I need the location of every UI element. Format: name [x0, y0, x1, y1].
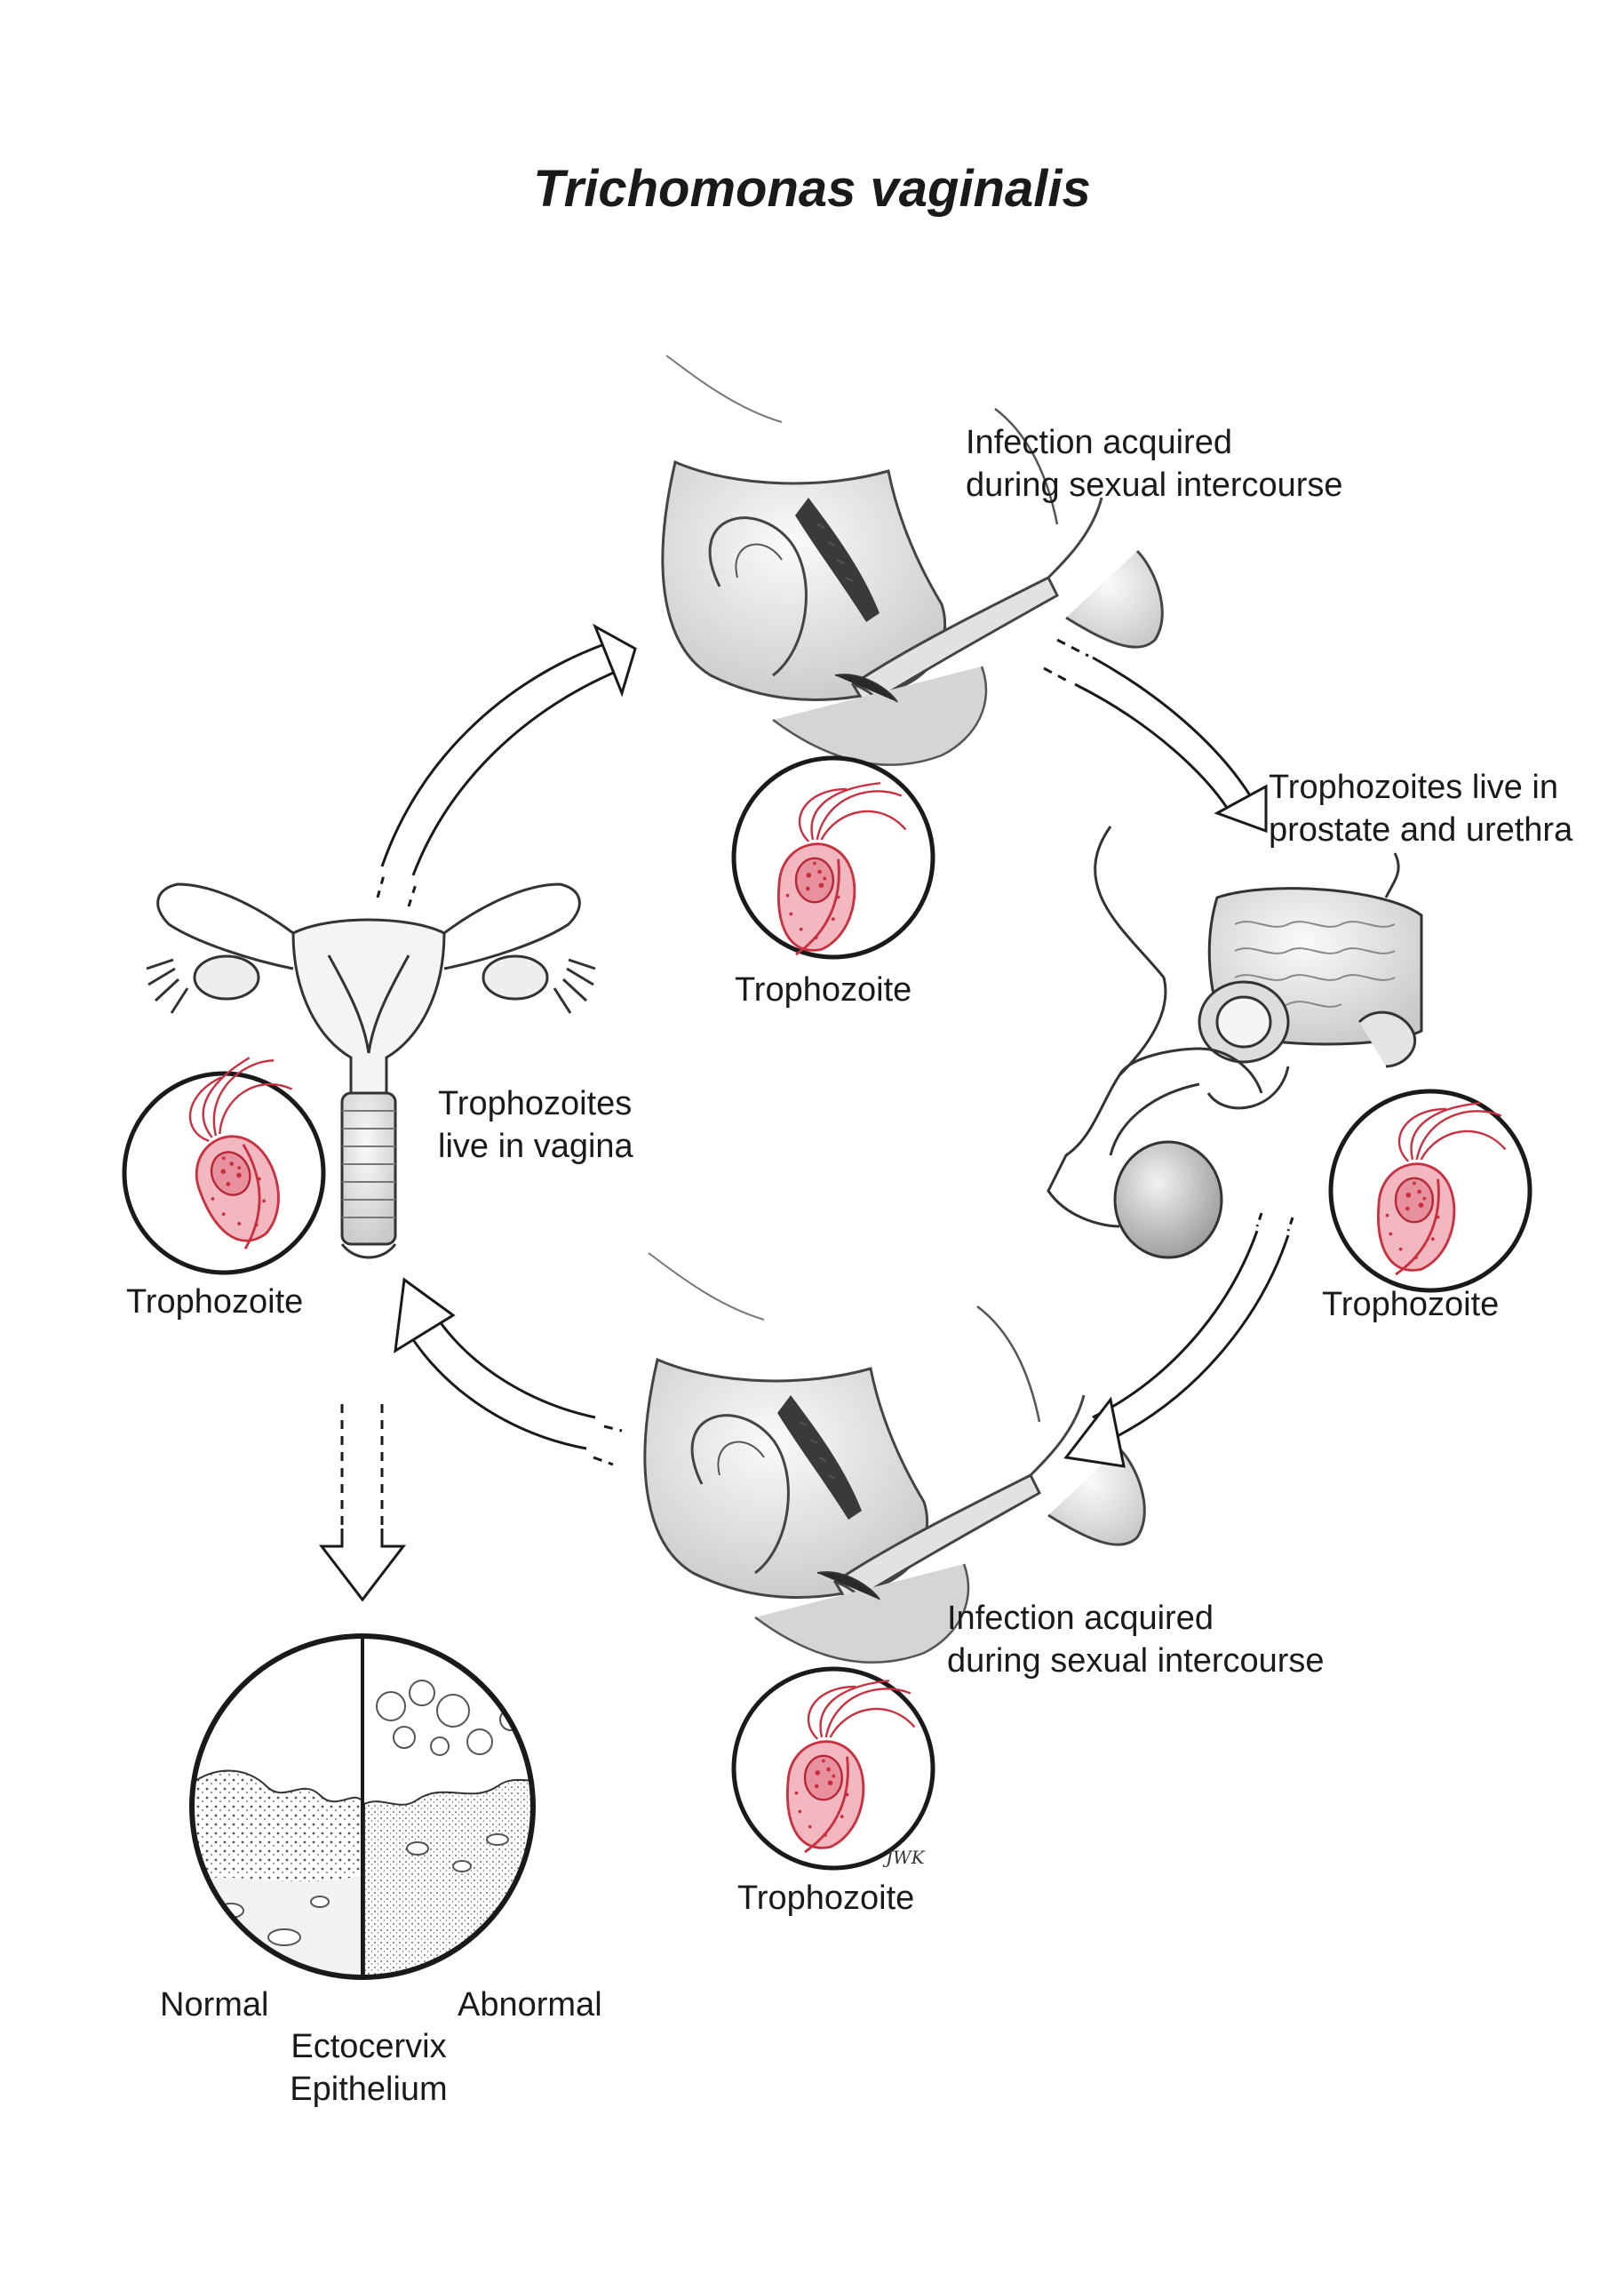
trophozoite-circle-right — [1328, 1089, 1532, 1293]
arrow-bottom-to-left — [394, 1277, 623, 1466]
label-bottom-infection-line2: during sexual intercourse — [947, 1642, 1325, 1680]
label-male-trophozoites: Trophozoites live in prostate and urethr… — [1269, 766, 1572, 851]
label-bottom-infection-line1: Infection acquired — [947, 1600, 1214, 1637]
top-couple-illustration — [661, 354, 1164, 767]
arrow-down-to-tissue — [318, 1404, 407, 1602]
label-abnormal: Abnormal — [458, 1986, 602, 2024]
trophozoite-circle-bottom — [731, 1666, 935, 1871]
label-ectocervix-epithelium: Ectocervix Epithelium — [267, 2025, 471, 2111]
label-female-trophozoites: Trophozoites live in vagina — [438, 1082, 633, 1168]
arrow-left-to-top — [376, 623, 637, 907]
label-male-trophozoites-line2: prostate and urethra — [1269, 811, 1573, 849]
diagram-title: Trichomonas vaginalis — [533, 160, 1091, 218]
label-top-infection-line2: during sexual intercourse — [966, 467, 1343, 504]
uterus-illustration — [146, 882, 596, 1259]
label-normal: Normal — [160, 1986, 269, 2024]
label-tissue-line1: Ectocervix — [291, 2028, 447, 2065]
arrow-top-to-male — [1043, 638, 1268, 834]
trophozoite-circle-top — [731, 755, 935, 960]
label-trophozoite-right: Trophozoite — [1322, 1286, 1500, 1323]
ectocervix-epithelium-circle — [189, 1633, 536, 1980]
artist-signature: JWK — [886, 1847, 925, 1868]
label-female-trophozoites-line2: live in vagina — [438, 1128, 633, 1165]
label-top-infection-line1: Infection acquired — [966, 424, 1232, 461]
label-trophozoite-left: Trophozoite — [126, 1283, 304, 1321]
label-male-trophozoites-line1: Trophozoites live in — [1269, 769, 1558, 806]
label-bottom-infection: Infection acquired during sexual interco… — [947, 1597, 1325, 1682]
label-top-infection: Infection acquired during sexual interco… — [966, 421, 1343, 507]
label-female-trophozoites-line1: Trophozoites — [438, 1085, 633, 1122]
male-anatomy-illustration — [1047, 826, 1423, 1259]
label-trophozoite-bottom: Trophozoite — [737, 1880, 915, 1917]
label-tissue-line2: Epithelium — [290, 2071, 448, 2108]
label-trophozoite-top: Trophozoite — [735, 971, 912, 1009]
trophozoite-circle-left — [122, 1045, 346, 1275]
arrow-male-to-bottom — [1063, 1212, 1294, 1468]
cycle-arrows — [318, 623, 1294, 1602]
